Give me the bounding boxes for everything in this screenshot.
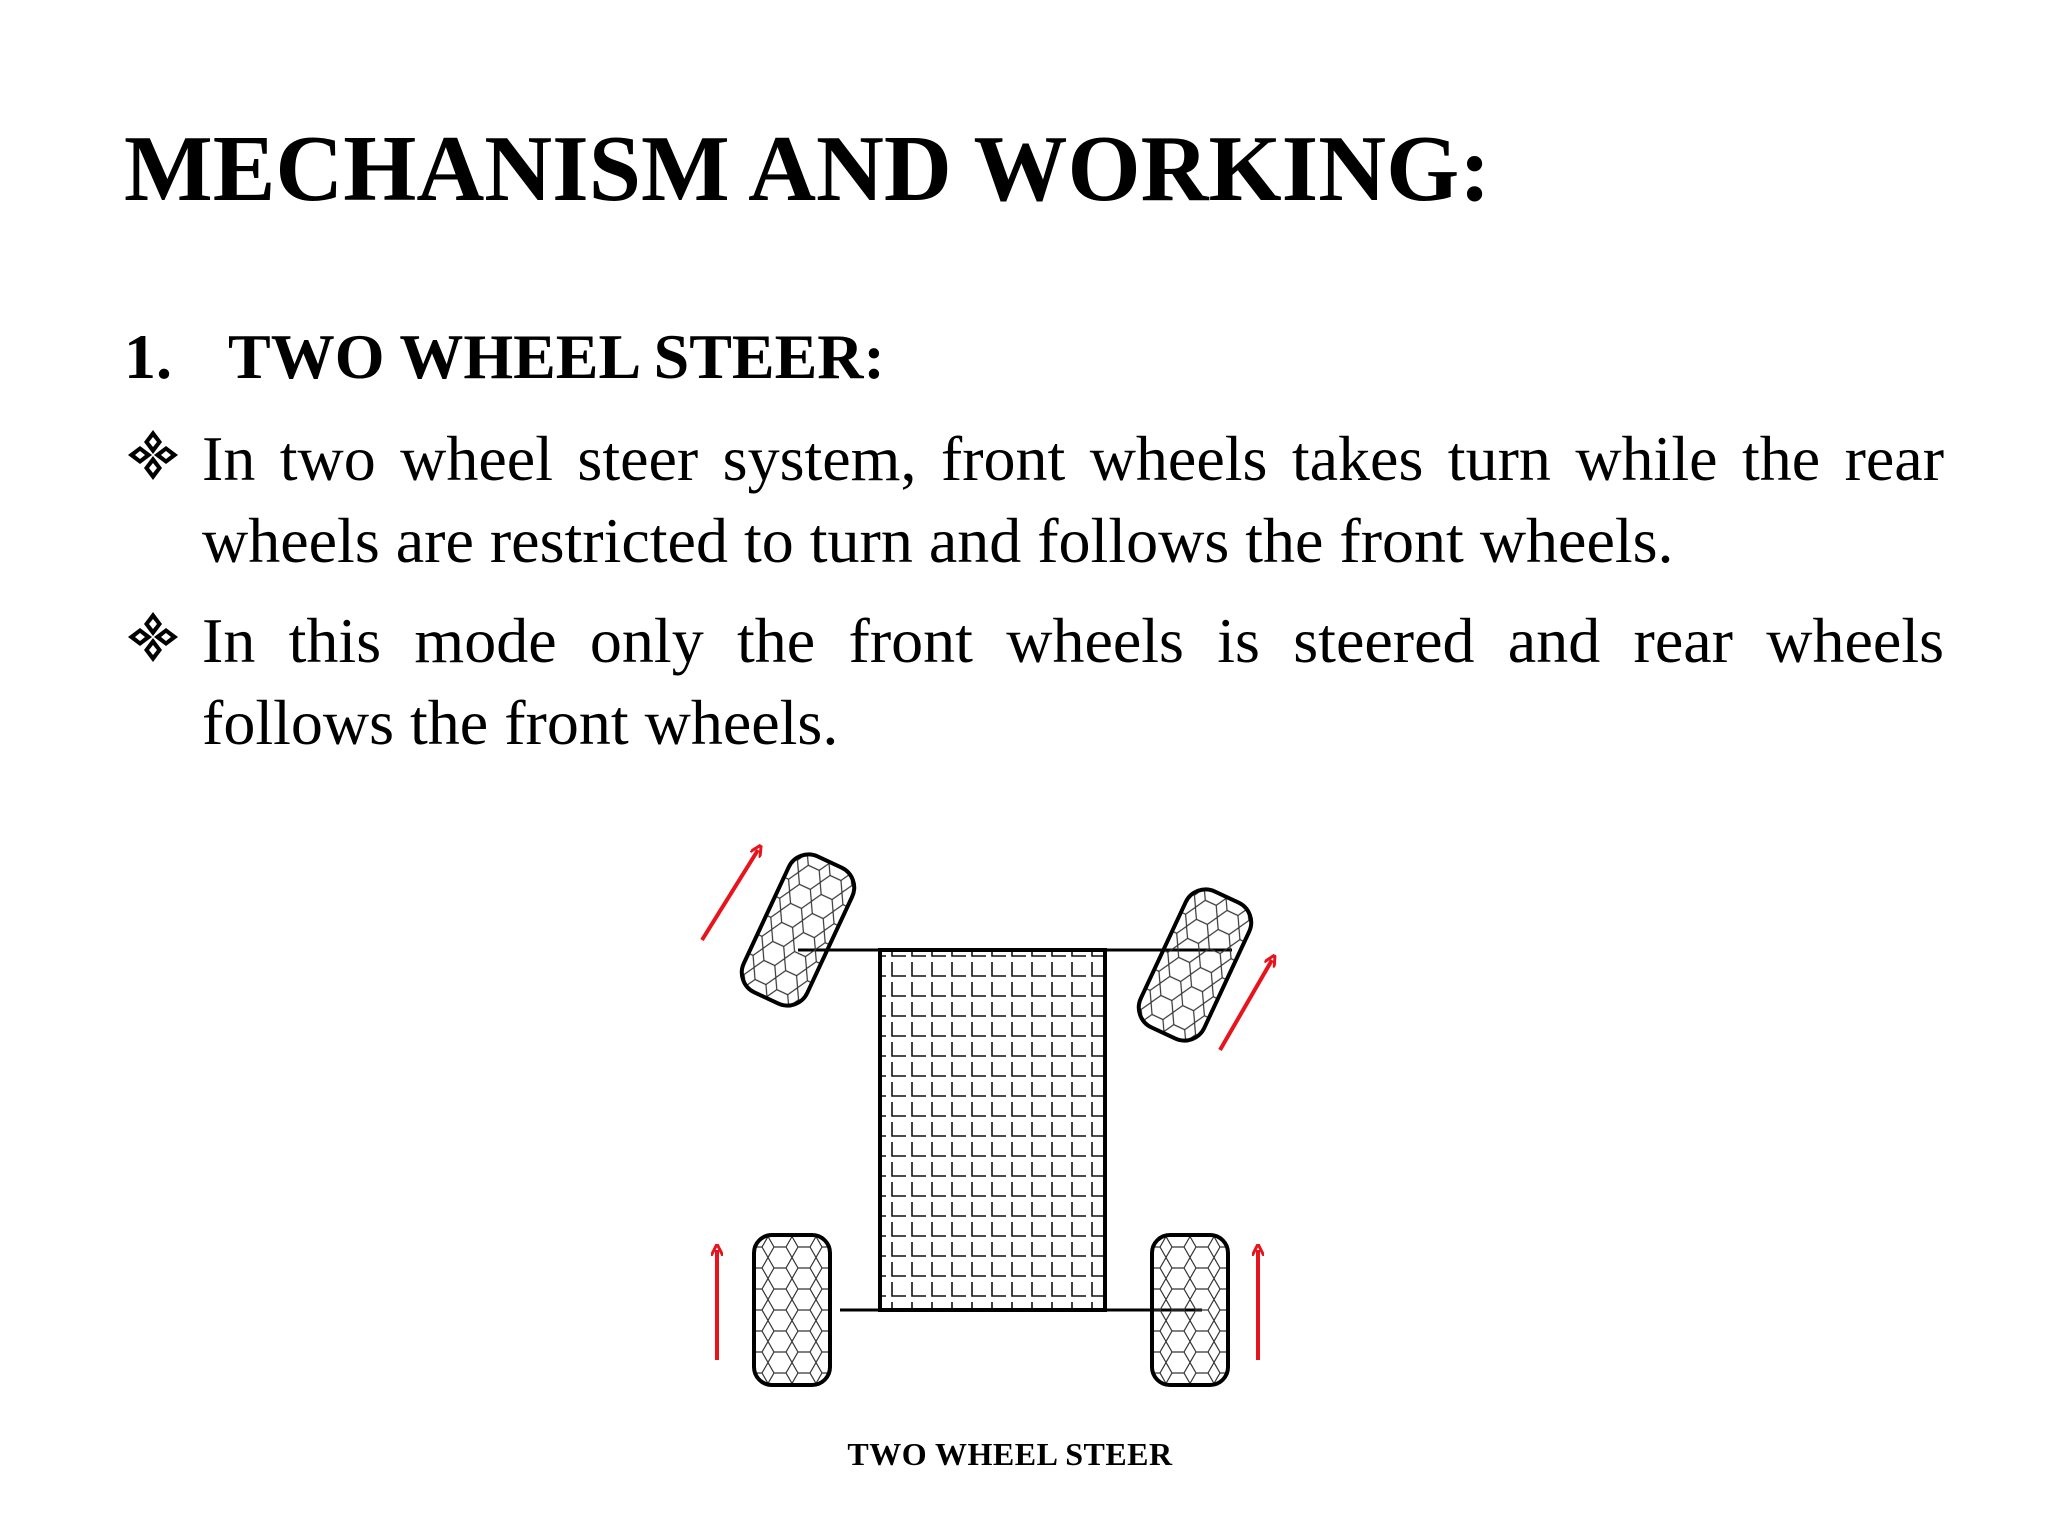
front-right-arrow-icon bbox=[1218, 960, 1272, 1052]
two-wheel-steer-diagram bbox=[700, 820, 1330, 1387]
rear-left-wheel bbox=[752, 1233, 832, 1387]
bullet-item: In two wheel steer system, front wheels … bbox=[124, 418, 1944, 582]
four-diamond-bullet-icon bbox=[128, 612, 178, 662]
section-heading: 1. TWO WHEEL STEER: bbox=[124, 321, 885, 392]
vehicle-body bbox=[878, 948, 1107, 1312]
bullet-item: In this mode only the front wheels is st… bbox=[124, 600, 1944, 764]
section-number: 1. bbox=[124, 321, 172, 392]
bullet-text: In two wheel steer system, front wheels … bbox=[202, 423, 1944, 576]
bullet-list: In two wheel steer system, front wheels … bbox=[124, 418, 1944, 782]
front-left-wheel bbox=[739, 852, 857, 1008]
front-right-wheel bbox=[1136, 887, 1254, 1043]
chassis bbox=[878, 948, 1107, 1312]
front-left-arrow-icon bbox=[700, 850, 758, 942]
motion-arrows bbox=[700, 850, 1272, 1360]
bullet-text: In this mode only the front wheels is st… bbox=[202, 605, 1944, 758]
four-diamond-bullet-icon bbox=[128, 430, 178, 480]
section-heading-text: TWO WHEEL STEER: bbox=[228, 321, 885, 392]
rear-right-wheel bbox=[1150, 1233, 1230, 1387]
slide-title: MECHANISM AND WORKING: bbox=[124, 117, 1491, 221]
diagram-caption: TWO WHEEL STEER bbox=[847, 1436, 1173, 1472]
